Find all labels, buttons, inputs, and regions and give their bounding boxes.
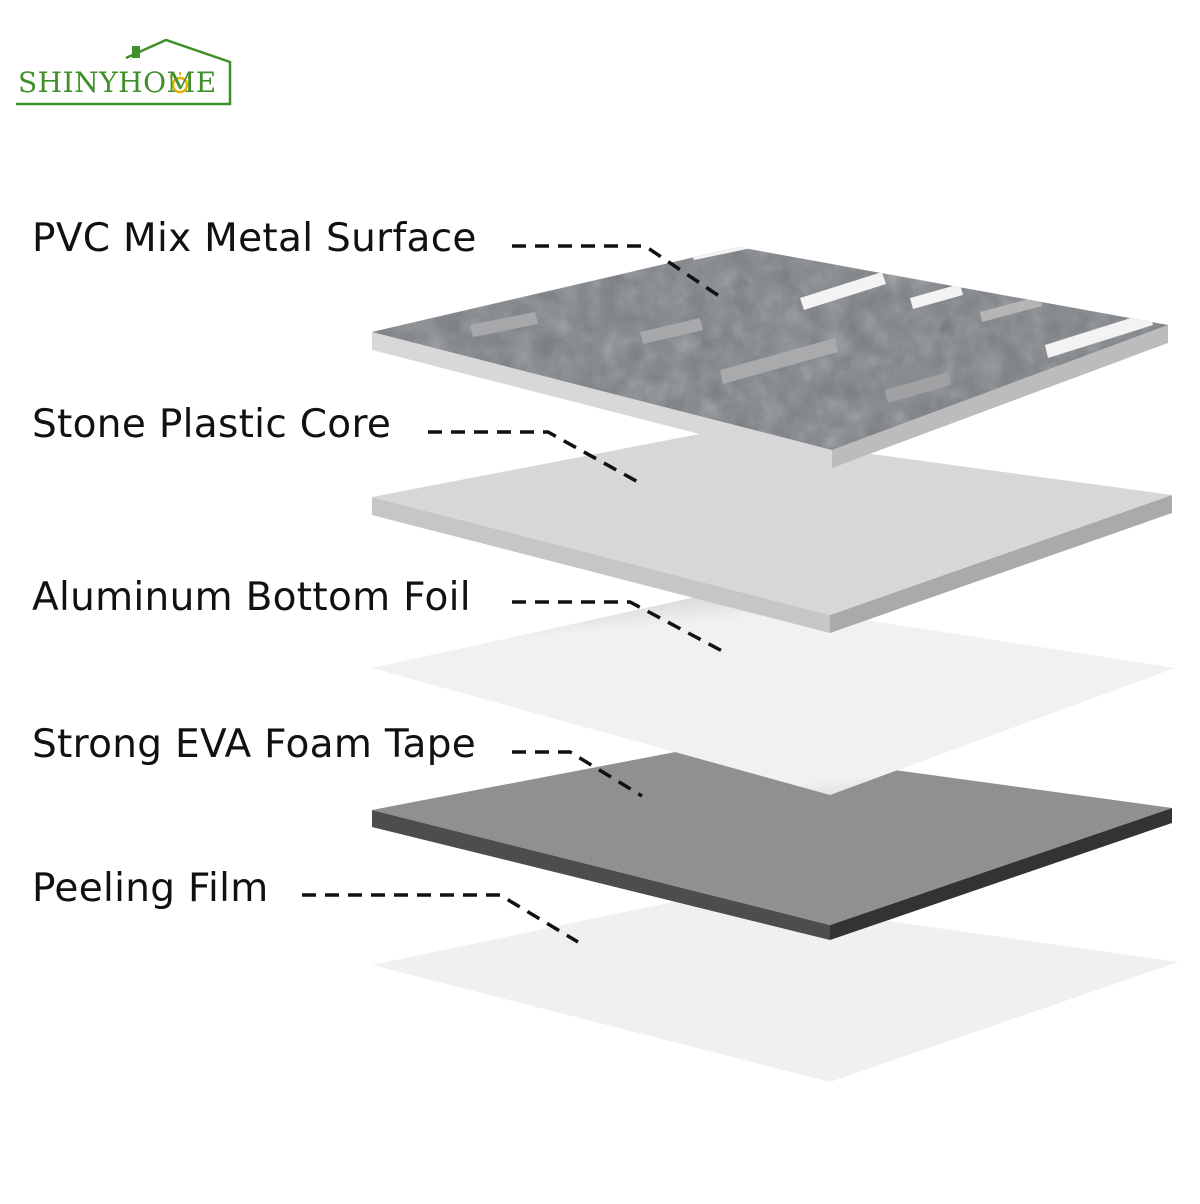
layer-aluminum-foil: [372, 595, 1175, 795]
layer-stone-plastic-core: [372, 432, 1172, 633]
brand-name: SHINYHOME: [18, 66, 217, 99]
layer-label-pvc: PVC Mix Metal Surface: [32, 216, 477, 261]
layer-label-eva: Strong EVA Foam Tape: [32, 722, 476, 767]
brand-logo: SHINYHOME: [14, 36, 236, 108]
layer-label-core: Stone Plastic Core: [32, 402, 391, 447]
layer-label-film: Peeling Film: [32, 866, 269, 911]
layer-pvc-metal-surface: [372, 238, 1168, 468]
layer-label-foil: Aluminum Bottom Foil: [32, 575, 471, 620]
